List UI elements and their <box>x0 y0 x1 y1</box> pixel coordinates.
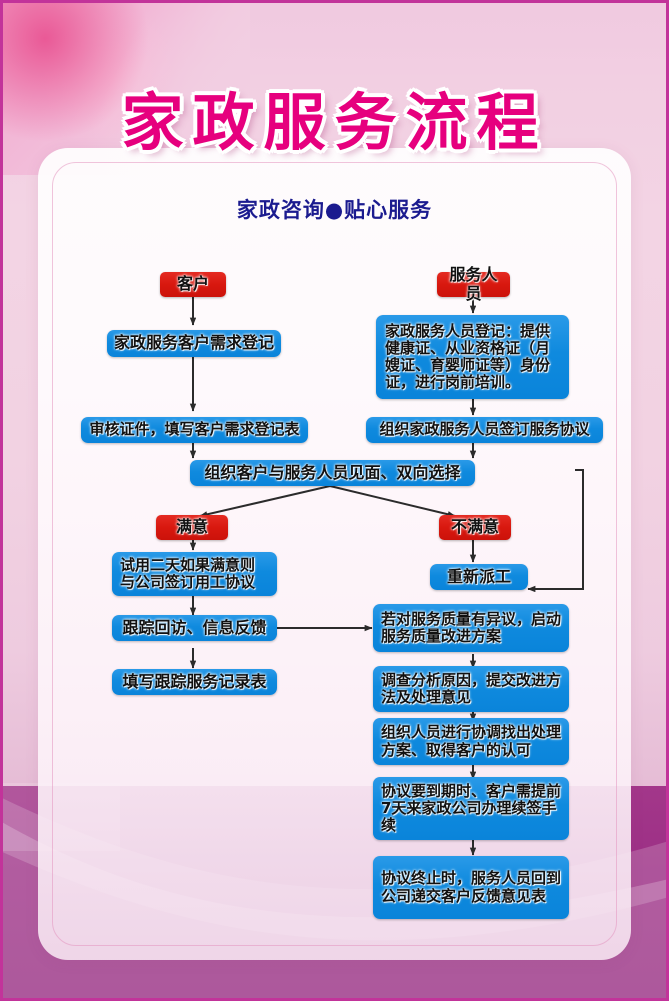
node-coordinate[interactable]: 组织人员进行协调找出处理方案、取得客户的认可 <box>373 718 569 765</box>
node-analyze[interactable]: 调查分析原因，提交改进方法及处理意见 <box>373 666 569 712</box>
node-termination[interactable]: 协议终止时，服务人员回到公司递交客户反馈意见表 <box>373 856 569 919</box>
node-record-form[interactable]: 填写跟踪服务记录表 <box>112 669 277 695</box>
rose-photo <box>0 0 250 175</box>
node-satisfied[interactable]: 满意 <box>156 515 228 540</box>
node-staff-agreement[interactable]: 组织家政服务人员签订服务协议 <box>366 417 603 443</box>
node-need-register[interactable]: 家政服务客户需求登记 <box>107 330 281 357</box>
node-staff-register[interactable]: 家政服务人员登记：提供健康证、从业资格证（月嫂证、育婴师证等）身份证，进行岗前培… <box>376 315 569 399</box>
node-staff[interactable]: 服务人员 <box>437 266 510 302</box>
page-title: 家政服务流程 <box>121 86 548 159</box>
node-quality-plan[interactable]: 若对服务质量有异议，启动服务质量改进方案 <box>373 604 569 652</box>
node-trial[interactable]: 试用二天如果满意则与公司签订用工协议 <box>112 552 277 596</box>
node-customer[interactable]: 客户 <box>160 272 226 297</box>
subtitle: 家政咨询●贴心服务 <box>236 198 433 222</box>
node-verify-form[interactable]: 审核证件，填写客户需求登记表 <box>81 417 308 443</box>
rose-fade-overlay <box>0 0 250 175</box>
node-reassign[interactable]: 重新派工 <box>430 564 528 590</box>
content-panel-inner-border <box>52 162 617 946</box>
node-unsatisfied[interactable]: 不满意 <box>439 515 511 540</box>
node-followup[interactable]: 跟踪回访、信息反馈 <box>112 615 277 641</box>
node-renewal[interactable]: 协议要到期时、客户需提前7天来家政公司办理续签手续 <box>373 777 569 840</box>
node-meeting[interactable]: 组织客户与服务人员见面、双向选择 <box>190 460 475 486</box>
